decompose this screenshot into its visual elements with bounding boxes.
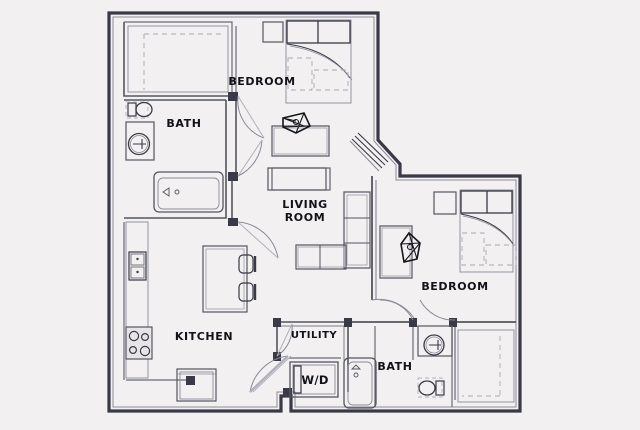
kitchen-sink-icon: [128, 251, 147, 281]
walk-in-closet-bedroom-top: [127, 25, 229, 93]
bathtub-icon: [153, 171, 224, 213]
room-label-bath-left: BATH: [166, 117, 201, 130]
bed-icon: [285, 19, 353, 104]
cooktop-icon: [125, 326, 153, 360]
door-swings: [237, 95, 456, 393]
kitchen-fixtures: [125, 221, 257, 402]
desk-chair-icon: [282, 112, 312, 134]
room-label-kitchen: KITCHEN: [175, 330, 233, 343]
kitchen-island-icon: [202, 245, 257, 313]
exterior-walls: [107, 11, 522, 413]
room-label-living-line2: ROOM: [285, 211, 326, 224]
sink-icon: [417, 325, 453, 357]
interior-walls: [123, 21, 516, 407]
closet-bedroom-right: [457, 329, 515, 403]
sliding-glass-door: [349, 132, 389, 172]
sink-icon: [125, 121, 155, 161]
toilet-icon: [417, 377, 445, 398]
refrigerator-icon: [176, 368, 217, 402]
bedroom-top-furniture: [262, 19, 353, 191]
desk-chair-icon: [400, 231, 421, 263]
room-label-bedroom-right: BEDROOM: [421, 280, 488, 293]
sectional-sofa-icon: [295, 191, 371, 270]
room-label-bedroom-top: BEDROOM: [228, 75, 295, 88]
appliance-label-washer-dryer: W/D: [301, 373, 328, 387]
room-labels: BEDROOM BATH LIVING ROOM KITCHEN UTILITY…: [166, 75, 488, 387]
desk-icon: [271, 112, 330, 157]
bedroom-right-furniture: [379, 189, 517, 403]
room-label-living: LIVING: [282, 198, 328, 211]
desk-icon: [379, 225, 421, 279]
living-room-furniture: [271, 167, 371, 270]
room-label-bath-right: BATH: [377, 360, 412, 373]
door-jambs: [186, 92, 457, 397]
bath-right-fixtures: [343, 325, 453, 409]
washer-dryer-unit: [289, 361, 339, 398]
room-label-utility: UTILITY: [291, 330, 338, 341]
bathtub-icon: [343, 357, 377, 409]
bath-left-fixtures: [125, 100, 224, 213]
bed-icon: [459, 189, 517, 273]
toilet-icon: [125, 100, 153, 119]
